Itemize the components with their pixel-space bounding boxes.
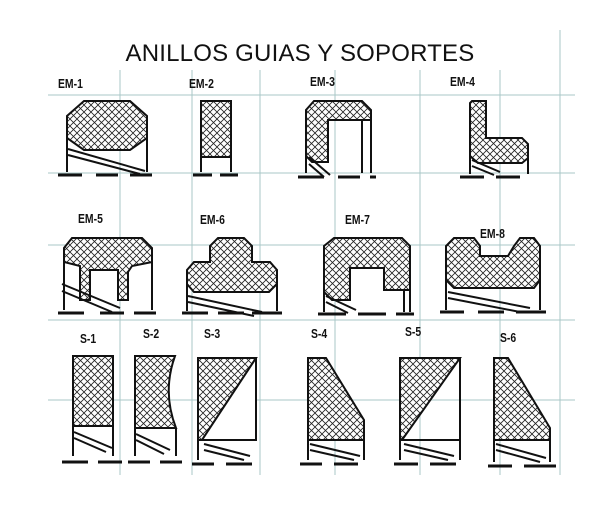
profile-s-4 (300, 357, 365, 466)
profile-s-5 (394, 357, 462, 466)
ring-cross-section (63, 237, 153, 301)
label-em-2: EM-2 (189, 76, 214, 91)
profile-em-4 (460, 100, 529, 179)
ring-cross-section (305, 100, 372, 163)
ring-cross-section (200, 100, 232, 158)
profile-em-1 (58, 100, 152, 177)
label-em-7: EM-7 (345, 212, 370, 227)
ring-cross-section (186, 237, 278, 293)
label-em-3: EM-3 (310, 74, 335, 89)
label-s-2: S-2 (143, 326, 160, 341)
page-title: ANILLOS GUIAS Y SOPORTES (125, 40, 475, 67)
ring-cross-section (469, 100, 529, 164)
ring-cross-section (72, 355, 114, 427)
label-em-8: EM-8 (480, 226, 505, 241)
label-s-6: S-6 (500, 330, 517, 345)
label-s-1: S-1 (80, 331, 97, 346)
profile-em-3 (298, 100, 376, 179)
ring-cross-section (307, 357, 365, 441)
ring-cross-section (399, 357, 462, 441)
ring-cross-section (445, 237, 541, 289)
ring-cross-section (323, 237, 411, 301)
profile-em-6 (182, 237, 282, 317)
label-em-5: EM-5 (78, 211, 103, 226)
label-s-4: S-4 (311, 326, 328, 341)
profile-s-1 (62, 355, 122, 464)
label-em-6: EM-6 (200, 212, 225, 227)
label-s-3: S-3 (204, 326, 221, 341)
profile-em-8 (440, 237, 546, 314)
ring-cross-section (134, 355, 178, 429)
profile-s-2 (128, 355, 182, 464)
label-em-1: EM-1 (58, 76, 83, 91)
ring-cross-section (66, 100, 148, 151)
label-em-4: EM-4 (450, 74, 475, 89)
label-s-5: S-5 (405, 324, 422, 339)
profile-em-5 (58, 237, 156, 315)
ring-cross-section (493, 357, 551, 441)
profile-em-2 (193, 100, 238, 177)
profile-s-3 (192, 357, 258, 466)
profile-s-6 (488, 357, 556, 468)
profile-em-7 (318, 237, 414, 316)
